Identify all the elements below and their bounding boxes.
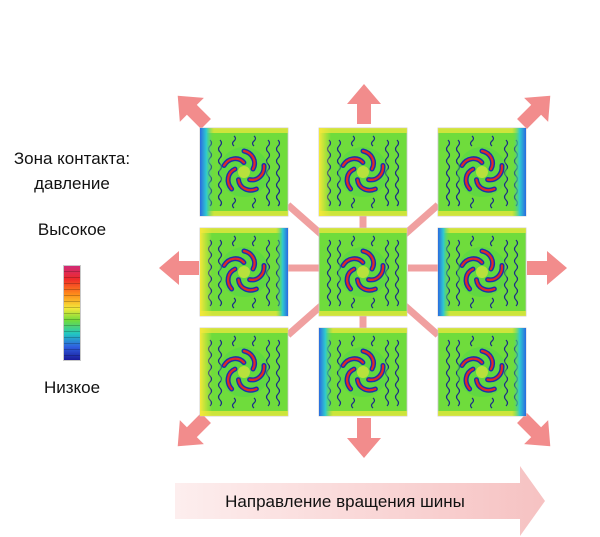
arrow-up: [347, 84, 381, 124]
contact-patch-top-center: [319, 128, 407, 216]
legend-title-line1: Зона контакта:: [13, 149, 131, 168]
contact-patch-middle-center: [319, 228, 407, 316]
connector-diagonal-top-left: [285, 202, 325, 238]
legend-high-label: Высокое: [37, 220, 107, 239]
contact-patch-bottom-right: [438, 328, 526, 416]
connectors: [285, 202, 441, 338]
legend-low-label: Низкое: [43, 378, 101, 397]
pressure-colorbar: [63, 265, 81, 361]
rotation-direction-arrow: [175, 466, 545, 536]
connector-diagonal-bottom-right: [401, 302, 441, 338]
legend-title: Зона контакта: давление: [0, 146, 144, 196]
contact-patch-middle-right: [438, 228, 526, 316]
connector-diagonal-top-right: [401, 202, 441, 238]
contact-patch-bottom-left: [200, 328, 288, 416]
rotation-direction-label: Направление вращения шины: [225, 492, 465, 511]
arrow-left: [159, 251, 199, 285]
contact-patch-top-left: [200, 128, 288, 216]
contact-patch-grid: [200, 128, 526, 416]
contact-patch-bottom-center: [319, 328, 407, 416]
connector-diagonal-bottom-left: [285, 302, 325, 338]
contact-patch-middle-left: [200, 228, 288, 316]
arrow-down: [347, 418, 381, 458]
contact-patch-top-right: [438, 128, 526, 216]
arrow-right: [527, 251, 567, 285]
legend-title-line2: давление: [34, 174, 110, 193]
